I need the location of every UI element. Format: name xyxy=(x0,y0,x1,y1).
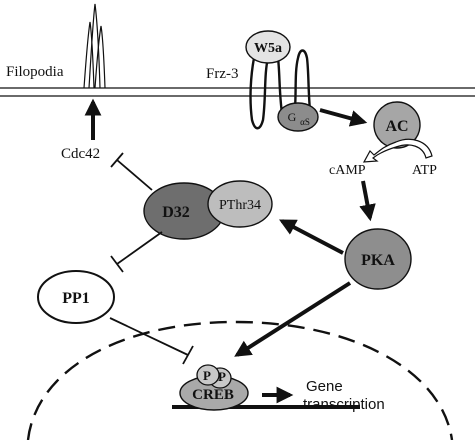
arrow-pka-to-pthr34 xyxy=(279,219,344,255)
cell-membrane xyxy=(0,87,475,97)
atp-label: ATP xyxy=(412,163,437,178)
atp-to-camp-arrow xyxy=(362,138,433,163)
frz3-receptor xyxy=(249,49,313,130)
p-left-label: P xyxy=(203,368,211,383)
arrow-camp-to-pka xyxy=(359,180,376,222)
filopodia-label: Filopodia xyxy=(6,64,64,80)
frz3-label: Frz-3 xyxy=(206,66,239,82)
camp-label: cAMP xyxy=(329,163,366,178)
pka: PKA xyxy=(344,228,412,290)
creb-complex: P P CREB xyxy=(179,364,249,411)
cdc42-label: Cdc42 xyxy=(61,146,100,162)
pp1: PP1 xyxy=(37,270,115,324)
nucleus-envelope xyxy=(26,320,454,440)
gas-subscript: αS xyxy=(300,117,310,127)
g-alpha-s: G αS xyxy=(277,102,319,132)
inhibit-pp1-to-creb xyxy=(109,317,194,365)
pthr34-label: PThr34 xyxy=(219,198,261,213)
d32-label: D32 xyxy=(162,204,190,221)
p-right-label: P xyxy=(218,369,226,384)
arrow-gas-to-ac xyxy=(319,108,368,127)
filopodia-spikes xyxy=(83,3,106,89)
gas-label: G xyxy=(288,110,297,124)
adenylate-cyclase: AC xyxy=(373,101,421,149)
w5a-label: W5a xyxy=(254,41,282,56)
pka-label: PKA xyxy=(361,252,395,269)
arrow-pka-to-creb xyxy=(234,281,352,357)
w5a-ligand: W5a xyxy=(245,30,291,64)
inhibit-d32-to-pp1 xyxy=(110,231,163,273)
darpp32-complex: D32 PThr34 xyxy=(143,180,273,240)
ac-label: AC xyxy=(385,118,408,135)
creb-label: CREB xyxy=(192,387,234,403)
transcription-label: transcription xyxy=(303,396,385,413)
pp1-label: PP1 xyxy=(62,290,90,307)
inhibit-d32-to-cdc42 xyxy=(110,152,153,191)
gene-label: Gene xyxy=(306,378,343,395)
